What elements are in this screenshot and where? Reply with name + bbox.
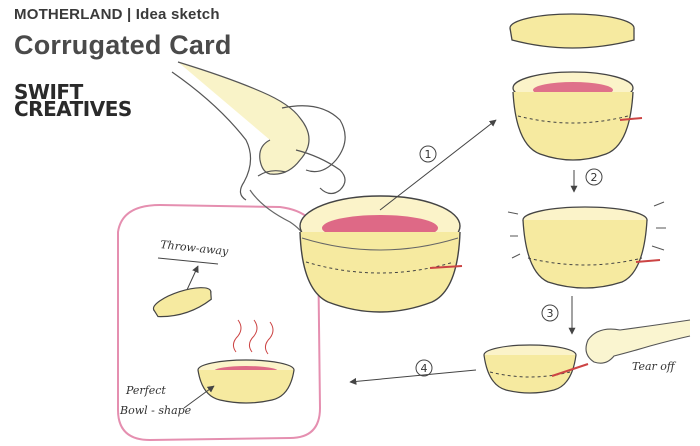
- final-bowl: [197, 359, 295, 404]
- lid-top-right: [509, 13, 635, 49]
- step-2-label: 2: [591, 171, 598, 184]
- tear-off-note: Tear off: [632, 360, 677, 373]
- step-1-label: 1: [425, 148, 432, 161]
- throw-away-arrow: [185, 265, 199, 293]
- brand-line-1: SWIFT: [14, 80, 83, 104]
- hand-tearing: [585, 319, 691, 364]
- sketch-title: Corrugated Card: [14, 30, 232, 60]
- brand-logo: SWIFT CREATIVES: [14, 80, 132, 121]
- bowl-shape-arrow: [183, 385, 215, 409]
- brand-line-2: CREATIVES: [14, 97, 132, 121]
- closed-bowl: [507, 201, 666, 289]
- step-1-circle: [419, 145, 437, 163]
- bowl-top-right: [512, 71, 643, 161]
- step-4-arrow: [349, 369, 477, 385]
- tear-off-bowl: [483, 344, 589, 394]
- step-1-arrow: [379, 119, 497, 211]
- discarded-lid: [152, 287, 212, 318]
- bowl-shape-note: Bowl - shape: [119, 404, 192, 417]
- result-frame: [117, 203, 322, 442]
- throw-away-note: Throw-away: [160, 238, 230, 258]
- sketch-overline: MOTHERLAND | Idea sketch: [14, 6, 220, 23]
- perfect-note: Perfect: [125, 384, 166, 397]
- step-3-label: 3: [547, 307, 554, 320]
- steam: [232, 319, 274, 355]
- hand-with-spoon: [171, 61, 346, 239]
- step-4-label: 4: [421, 362, 428, 375]
- main-bowl: [299, 195, 463, 313]
